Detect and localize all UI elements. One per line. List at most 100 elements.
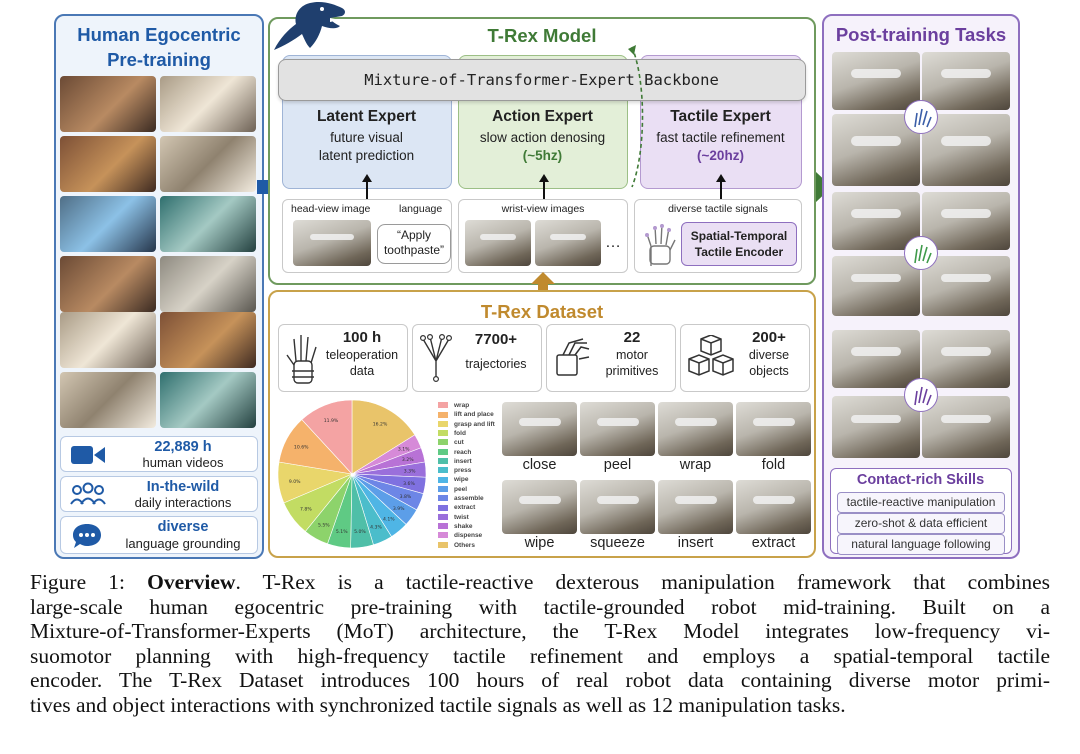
primitives-stat: 22 motor primitives xyxy=(546,324,676,392)
egocentric-video-frame xyxy=(160,312,256,368)
task-photo xyxy=(922,330,1010,388)
caption-line: Mixture-of-Transformer-Experts (MoT) arc… xyxy=(30,619,1050,643)
task-badge xyxy=(904,236,938,270)
legend-item: extract xyxy=(438,504,475,515)
primitive-caption: wrap xyxy=(679,457,712,473)
wrist-view-image xyxy=(535,220,601,266)
pie-slice-label: 11.9% xyxy=(324,418,339,424)
pie-slice-label: 5.5% xyxy=(318,522,330,528)
human-pretraining-panel: Human Egocentric Pre-training 22,889 h h… xyxy=(54,14,264,559)
pie-slice-label: 3.1% xyxy=(398,446,410,452)
pie-slice-label: 3.2% xyxy=(402,457,414,463)
task-photo xyxy=(832,330,920,388)
stat-line1: motor xyxy=(616,348,648,362)
legend-item: insert xyxy=(438,458,472,469)
pie-slice-label: 9.0% xyxy=(289,479,301,485)
legend-label: Others xyxy=(454,541,475,549)
pretraining-title-line2: Pre-training xyxy=(107,49,211,70)
legend-label: wrap xyxy=(454,402,470,409)
stat-big: 100 h xyxy=(342,329,382,346)
legend-swatch xyxy=(438,458,448,465)
caption-bold: Overview xyxy=(147,570,236,594)
legend-item: reach xyxy=(438,449,471,460)
primitive-caption: wipe xyxy=(524,535,555,551)
stat-line1: trajectories xyxy=(465,357,527,371)
head-view-input-box: head-view image language “Apply toothpas… xyxy=(282,199,452,273)
expert-name: Tactile Expert xyxy=(670,108,771,125)
task-photo xyxy=(922,52,1010,110)
pie-slice-label: 16.2% xyxy=(373,422,388,428)
hand-touch-icon xyxy=(914,244,932,264)
legend-swatch xyxy=(438,495,448,502)
primitive-photo-extract xyxy=(736,480,811,534)
expert-desc-2: (~5hz) xyxy=(522,148,563,163)
legend-swatch xyxy=(438,541,448,548)
legend-item: twist xyxy=(438,514,469,525)
legend-item: press xyxy=(438,467,471,478)
egocentric-video-frame xyxy=(160,196,256,252)
egocentric-video-frame xyxy=(160,256,256,312)
legend-label: twist xyxy=(454,513,469,521)
dataset-title: T-Rex Dataset xyxy=(480,301,604,322)
expert-desc-1: future visual xyxy=(330,130,403,145)
task-photo xyxy=(922,396,1010,458)
language-bubble: “Apply toothpaste” xyxy=(377,224,451,264)
egocentric-video-frame xyxy=(160,76,256,132)
caption-line: encoder. The T-Rex Dataset introduces 10… xyxy=(30,668,1050,692)
cubes-icon xyxy=(688,335,734,376)
backbone-label: Mixture-of-Transformer-Expert Backbone xyxy=(364,71,719,89)
primitive-photo-peel xyxy=(580,402,655,456)
egocentric-video-frame xyxy=(60,76,156,132)
skills-title: Contact-rich Skills xyxy=(856,472,985,488)
figure-caption: Figure 1: Overview. T-Rex is a tactile-r… xyxy=(30,570,1050,717)
pie-slice-label: 5.0% xyxy=(354,529,366,535)
egocentric-video-frame xyxy=(160,372,256,428)
pie-slice-label: 3.9% xyxy=(393,506,405,512)
caption-prefix: Figure 1: xyxy=(30,570,148,594)
objects-stat: 200+ diverse objects xyxy=(680,324,810,392)
expert-desc-1: slow action denosing xyxy=(479,130,606,145)
trex-model-panel: T-Rex Model Latent Expert future visual … xyxy=(268,17,816,285)
legend-label: press xyxy=(454,467,472,475)
pie-slice-label: 7.8% xyxy=(300,507,312,513)
skill-item: natural language following xyxy=(837,534,1005,555)
pie-slice-label: 3.8% xyxy=(400,494,412,500)
legend-item: cut xyxy=(438,439,464,450)
post-training-title: Post-training Tasks xyxy=(835,24,1007,45)
trajectory-tree-icon xyxy=(419,333,453,382)
trajectories-stat: 7700+ trajectories xyxy=(412,324,542,392)
legend-item: peel xyxy=(438,486,467,497)
egocentric-video-frame xyxy=(60,256,156,312)
pie-slice-label: 4.3% xyxy=(370,524,382,530)
legend-item: shake xyxy=(438,523,472,534)
in-the-wild-stat: In-the-wild daily interactions xyxy=(60,476,258,512)
pretraining-title-line1: Human Egocentric xyxy=(77,24,241,45)
legend-swatch xyxy=(438,411,448,418)
expert-name: Action Expert xyxy=(492,108,593,125)
legend-label: extract xyxy=(454,504,476,512)
tactile-encoder-box: Spatial-Temporal Tactile Encoder xyxy=(681,222,797,266)
hand-touch-icon xyxy=(914,386,932,406)
legend-swatch xyxy=(438,439,448,446)
legend-item: Others xyxy=(438,542,475,553)
primitive-photo-close xyxy=(502,402,577,456)
stat-line2: data xyxy=(349,364,375,378)
contact-rich-skills-box: Contact-rich Skills tactile-reactive man… xyxy=(830,468,1012,555)
caption-line: suomotor planning with high-frequency ta… xyxy=(30,643,1050,668)
robot-hand-icon xyxy=(286,335,317,384)
caption-line: large-scale human egocentric pre-trainin… xyxy=(30,594,1050,619)
legend-label: wipe xyxy=(454,476,469,484)
task-photo xyxy=(922,256,1010,316)
expert-desc-1: fast tactile refinement xyxy=(656,130,785,145)
model-title: T-Rex Model xyxy=(487,25,597,46)
tactile-input-box: diverse tactile signals Spatial-Temporal… xyxy=(634,199,802,273)
task-photo xyxy=(832,396,920,458)
legend-swatch xyxy=(438,513,448,520)
tactile-label: diverse tactile signals xyxy=(668,203,768,215)
legend-swatch xyxy=(438,485,448,492)
primitive-caption: insert xyxy=(677,535,714,551)
pie-slice-label: 3.6% xyxy=(403,481,415,487)
legend-swatch xyxy=(438,467,448,474)
expert-desc-2: (~20hz) xyxy=(697,148,744,163)
people-icon xyxy=(70,482,106,505)
